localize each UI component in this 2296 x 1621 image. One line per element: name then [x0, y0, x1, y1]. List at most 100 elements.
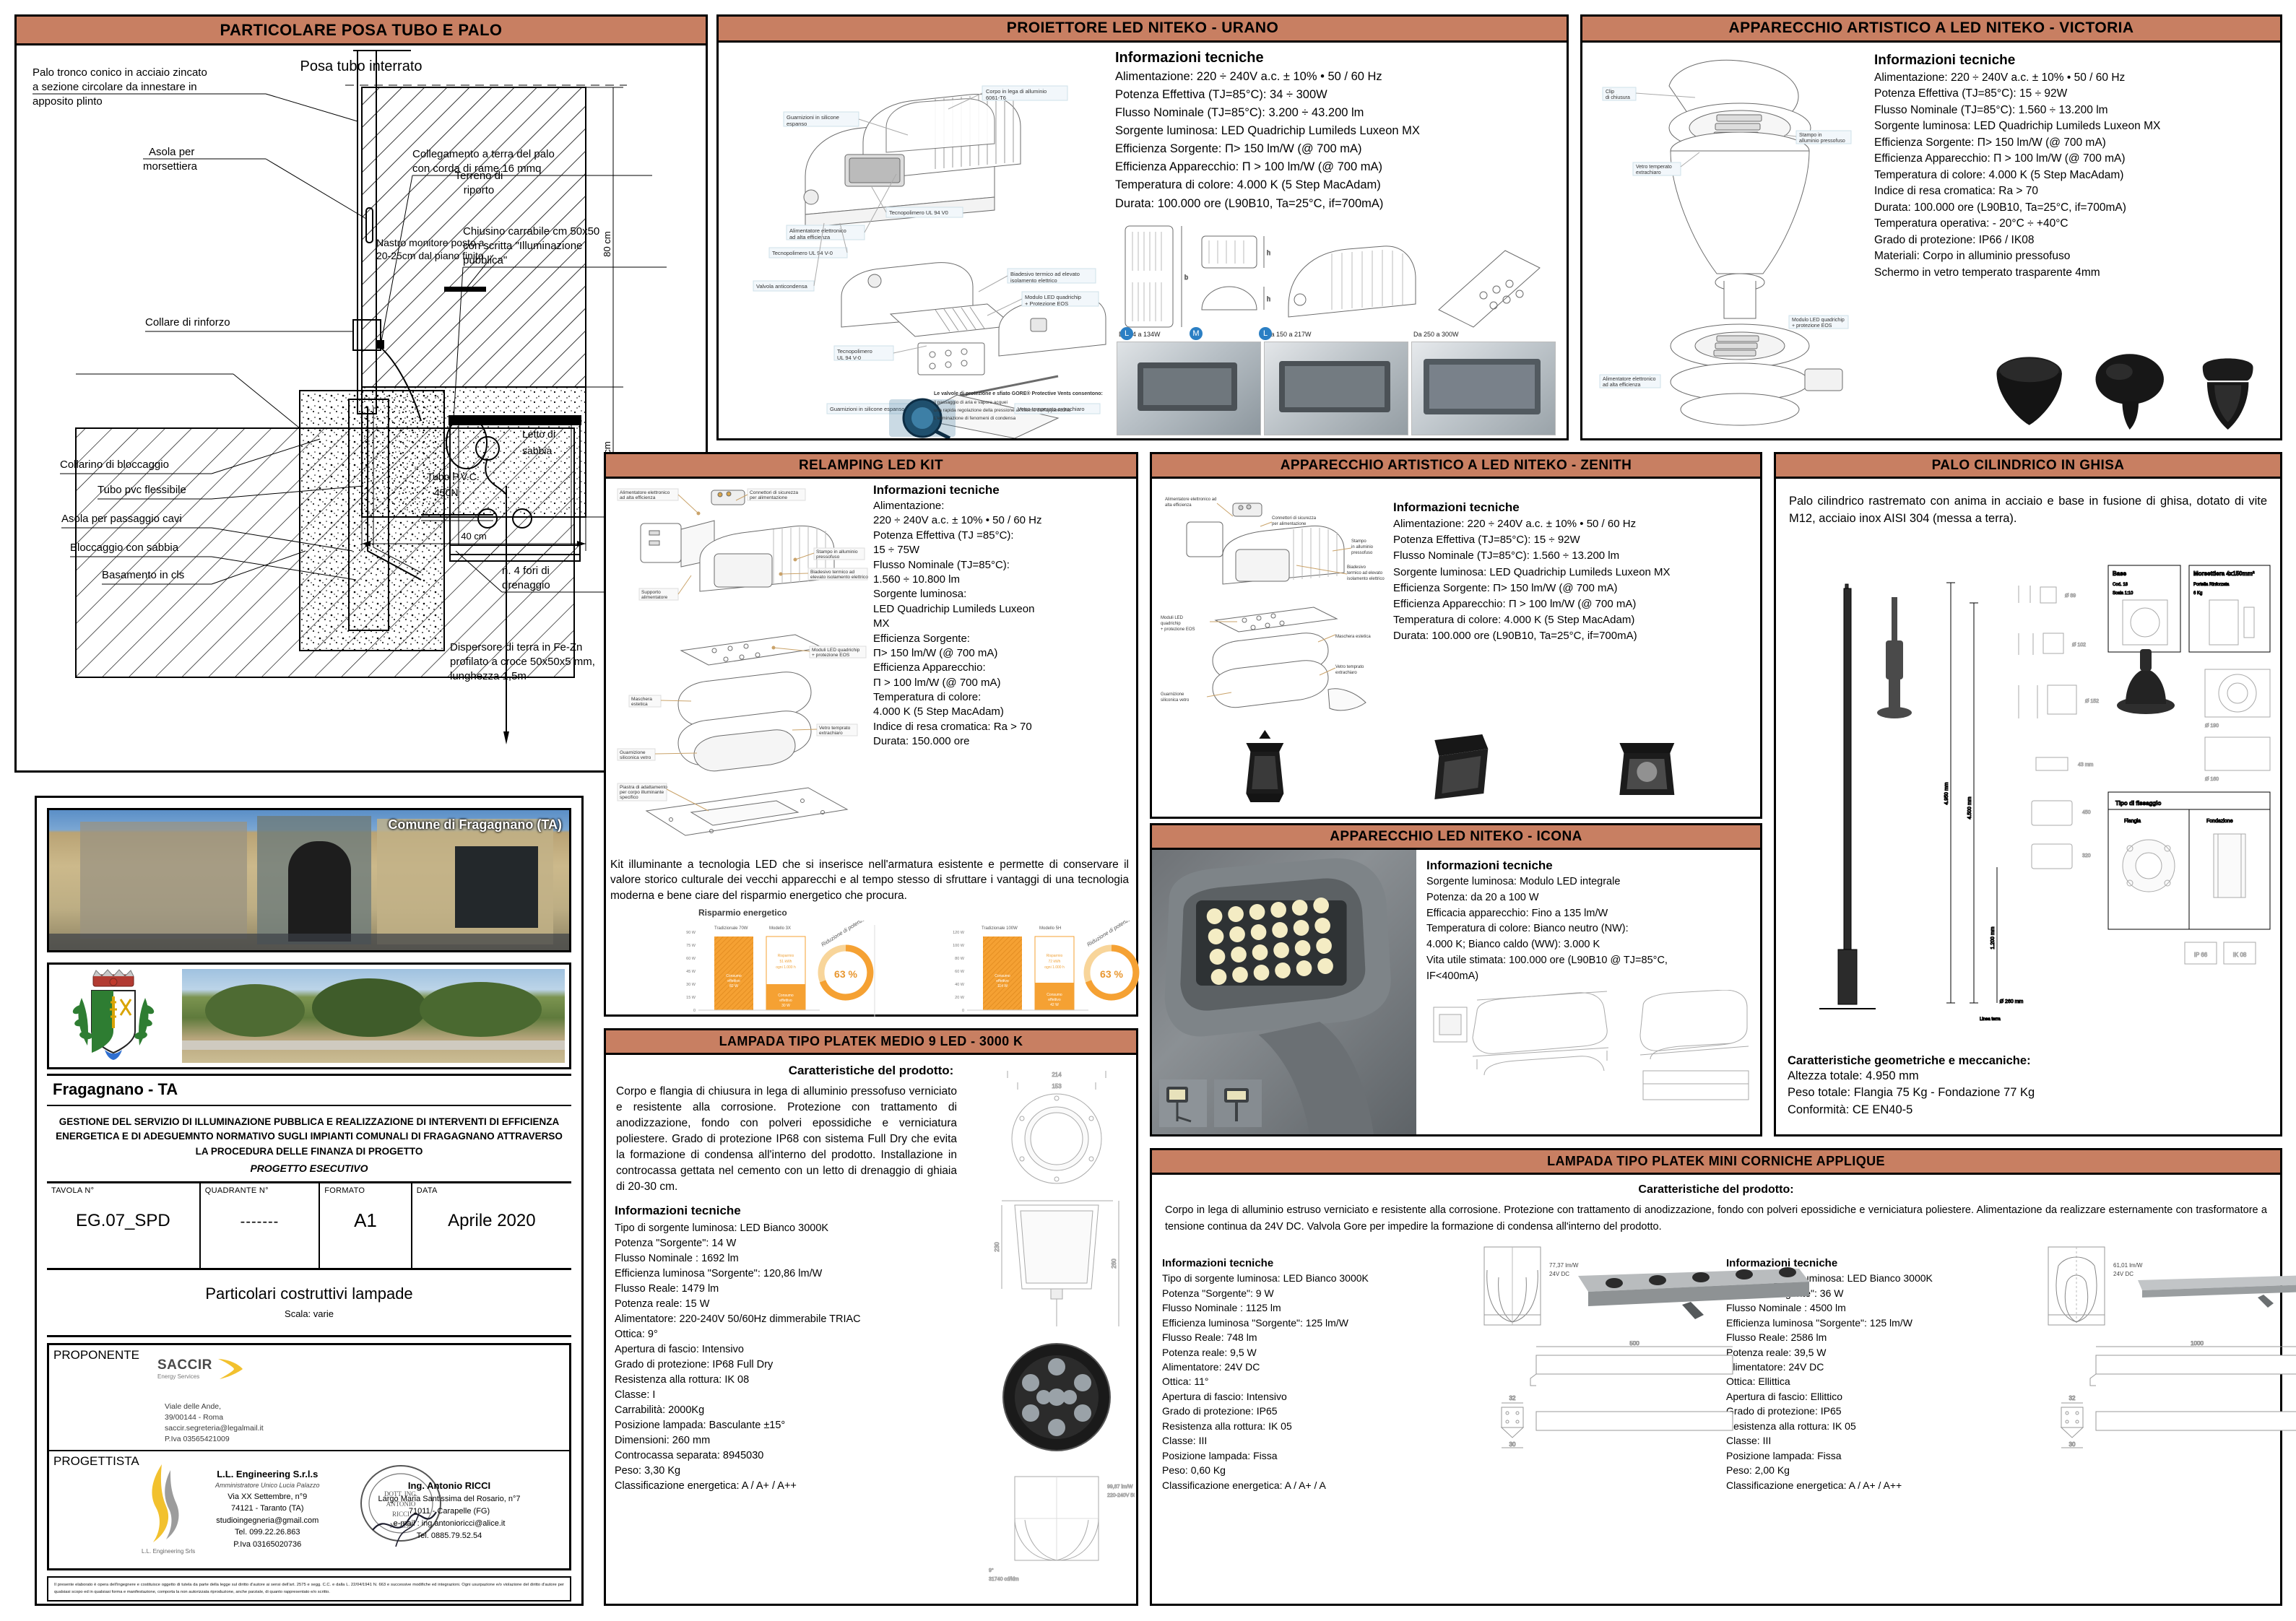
svg-text:di chiusura: di chiusura — [1606, 95, 1630, 100]
svg-text:Consumo: Consumo — [726, 974, 742, 978]
icona-specs: Sorgente luminosa: Modulo LED integrale … — [1426, 876, 1668, 982]
svg-text:ad alta efficienza: ad alta efficienza — [620, 495, 656, 500]
svg-text:Alimentatore elettronico: Alimentatore elettronico — [789, 227, 846, 234]
saccir-logo: SACCIR Energy Services — [157, 1357, 246, 1381]
svg-text:Scala 1:10: Scala 1:10 — [2113, 591, 2133, 596]
progettista-label: PROGETTISTA — [53, 1453, 139, 1468]
victoria-tech-column: Informazioni tecniche Alimentazione: 220… — [1871, 43, 2280, 438]
svg-text:ad alta efficienza: ad alta efficienza — [789, 234, 831, 240]
victoria-photo-3 — [2182, 348, 2273, 431]
svg-text:per alimentazione: per alimentazione — [750, 495, 787, 500]
svg-text:9°: 9° — [989, 1568, 994, 1573]
drawing-title: Particolari costruttivi lampade — [205, 1284, 413, 1303]
svg-text:Connettori di sicurezza: Connettori di sicurezza — [750, 490, 798, 495]
palo-geo-block: Caratteristiche geometriche e meccaniche… — [1788, 1054, 2264, 1118]
svg-text:Ø 190: Ø 190 — [2205, 723, 2219, 729]
svg-text:72 kWh: 72 kWh — [1049, 960, 1061, 964]
svg-text:40 W: 40 W — [955, 983, 965, 987]
progettista-a-block: L.L. Engineering S.r.l.s Amministratore … — [215, 1468, 320, 1549]
panel-title-relamping: RELAMPING LED KIT — [606, 454, 1136, 479]
svg-text:extrachiaro: extrachiaro — [819, 731, 843, 736]
platek-medio-prod-heading: Caratteristiche del prodotto: — [788, 1064, 954, 1077]
palo-description: Palo cilindrico rastremato con anima in … — [1789, 495, 2267, 525]
svg-text:0: 0 — [962, 1009, 964, 1013]
project-phase: PROGETTO ESECUTIVO — [250, 1162, 368, 1174]
svg-text:+ protezione EOS: + protezione EOS — [1161, 627, 1195, 632]
svg-text:153: 153 — [1052, 1083, 1062, 1090]
urano-tech-column: Informazioni tecniche Alimentazione: 220… — [1112, 43, 1567, 438]
svg-text:Biadesivo termico ad: Biadesivo termico ad — [810, 570, 855, 575]
svg-text:Vetro temprato: Vetro temprato — [819, 726, 851, 731]
svg-text:Tradizionale 100W: Tradizionale 100W — [982, 926, 1018, 931]
relamping-tech-heading: Informazioni tecniche — [873, 483, 1000, 497]
relamping-specs: Alimentazione: 220 ÷ 240V a.c. ± 10% • 5… — [873, 500, 1042, 748]
svg-text:60 W: 60 W — [955, 970, 965, 974]
comune-crest — [49, 965, 178, 1067]
urano-photo-2: Da 150 a 217W — [1264, 331, 1408, 435]
svg-text:63 %: 63 % — [834, 968, 857, 980]
svg-text:Modulo LED quadrichip: Modulo LED quadrichip — [1792, 318, 1845, 323]
svg-text:Morsettiera 4x150mm²: Morsettiera 4x150mm² — [2193, 570, 2255, 577]
svg-text:Asola per passaggio cavi: Asola per passaggio cavi — [61, 513, 182, 525]
platek-medio-drawings: 214 153 230 260 — [989, 1071, 1135, 1583]
palo-geo-specs: Altezza totale: 4.950 mm Peso totale: Fl… — [1788, 1069, 2035, 1116]
urano-tech-heading: Informazioni tecniche — [1115, 50, 1264, 66]
svg-text:isolamento elettrico: isolamento elettrico — [1347, 577, 1385, 581]
panel-title-palo: PALO CILINDRICO IN GHISA — [1776, 454, 2280, 479]
palo-drawings: 4.950 mm 4.500 mm 1.200 mm Ø 260 mm Line… — [1819, 565, 2271, 1022]
applique-left-tech-heading: Informazioni tecniche — [1162, 1257, 1274, 1270]
svg-text:63 %: 63 % — [1100, 968, 1123, 980]
svg-text:per alimentazione: per alimentazione — [1272, 522, 1307, 526]
svg-text:lunghezza 1,5m: lunghezza 1,5m — [450, 670, 527, 682]
svg-text:Vetro temprato: Vetro temprato — [1335, 665, 1364, 669]
urano-photo-3: Da 250 a 300W — [1411, 331, 1556, 435]
svg-text:Consumo: Consumo — [995, 974, 1010, 978]
svg-text:a sezione circolare da innesta: a sezione circolare da innestare in — [33, 81, 197, 93]
svg-text:Guarnizioni in silicone: Guarnizioni in silicone — [787, 114, 839, 121]
panel-posa-tubo-palo: PARTICOLARE POSA TUBO E PALO Posa tubo i… — [14, 14, 708, 773]
svg-text:4.500 mm: 4.500 mm — [1967, 796, 1972, 819]
svg-text:100 W: 100 W — [953, 944, 965, 948]
svg-text:Alimentatore elettronico: Alimentatore elettronico — [1603, 377, 1656, 382]
svg-text:morsettiera: morsettiera — [143, 160, 198, 173]
svg-text:15 W: 15 W — [686, 996, 696, 1000]
field-tavola: TAVOLA N° EG.07_SPD — [47, 1183, 201, 1268]
svg-text:75 W: 75 W — [686, 944, 696, 948]
svg-text:Piastra di adattamento: Piastra di adattamento — [620, 785, 667, 790]
svg-text:Supporto: Supporto — [641, 590, 661, 595]
svg-text:alimentatore: alimentatore — [641, 595, 668, 600]
svg-text:IK 08: IK 08 — [2233, 952, 2247, 958]
svg-text:Tradizionale 70W: Tradizionale 70W — [714, 926, 748, 931]
panel-relamping: RELAMPING LED KIT — [604, 452, 1140, 1017]
svg-text:RICCI: RICCI — [392, 1511, 410, 1518]
panel-title-icona: APPARECCHIO LED NITEKO - ICONA — [1152, 825, 1760, 850]
svg-text:Collegamento a terra del palo: Collegamento a terra del palo — [412, 148, 555, 160]
svg-text:Flangia: Flangia — [2124, 819, 2141, 824]
platek-medio-specs: Tipo di sorgente luminosa: LED Bianco 30… — [615, 1222, 861, 1492]
panel-title-zenith: APPARECCHIO ARTISTICO A LED NITEKO - ZEN… — [1152, 454, 1760, 479]
svg-text:con corda di rame 16 mmq: con corda di rame 16 mmq — [412, 162, 541, 175]
panel-zenith: APPARECCHIO ARTISTICO A LED NITEKO - ZEN… — [1150, 452, 1762, 819]
svg-text:espanso: espanso — [787, 121, 807, 127]
svg-text:Stampo in alluminio: Stampo in alluminio — [816, 549, 858, 555]
svg-text:Basamento in cls: Basamento in cls — [102, 569, 184, 581]
svg-text:61,01 lm/W: 61,01 lm/W — [2113, 1262, 2143, 1269]
panel-platek-medio: LAMPADA TIPO PLATEK MEDIO 9 LED - 3000 K… — [604, 1028, 1138, 1606]
svg-text:Nastro monitore posto a: Nastro monitore posto a — [376, 237, 485, 248]
svg-text:Corpo in lega di alluminio: Corpo in lega di alluminio — [986, 88, 1047, 95]
svg-text:Tecnopolimero UL 94 V-0: Tecnopolimero UL 94 V-0 — [772, 250, 833, 256]
palo-geo-heading: Caratteristiche geometriche e meccaniche… — [1788, 1053, 2031, 1067]
panel-title-urano: PROIETTORE LED NITEKO - URANO — [719, 17, 1567, 43]
panel-title-victoria: APPARECCHIO ARTISTICO A LED NITEKO - VIC… — [1582, 17, 2280, 43]
svg-text:1000: 1000 — [2191, 1341, 2204, 1347]
svg-text:N° 2338: N° 2338 — [390, 1522, 412, 1529]
zenith-photo-1 — [1178, 727, 1352, 808]
svg-text:Ø 102: Ø 102 — [2072, 643, 2086, 648]
svg-text:Portella Rinforzata: Portella Rinforzata — [2193, 583, 2230, 587]
svg-text:24V DC: 24V DC — [2113, 1271, 2133, 1277]
svg-text:260: 260 — [1111, 1259, 1117, 1269]
urano-specs: Alimentazione: 220 ÷ 240V a.c. ± 10% • 5… — [1115, 70, 1420, 210]
svg-text:114 W: 114 W — [997, 984, 1008, 988]
icona-tech-column: Informazioni tecniche Sorgente luminosa:… — [1416, 850, 1760, 1134]
